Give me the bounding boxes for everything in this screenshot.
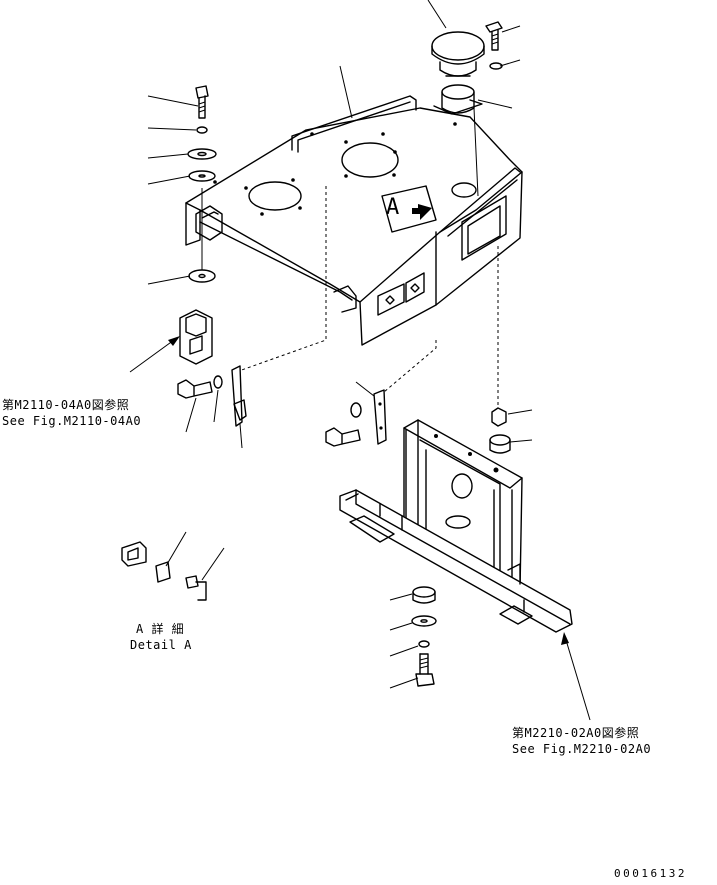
lower-frame: [339, 419, 573, 633]
bottom-fastener-stack: [411, 586, 437, 687]
document-number: 00016132: [614, 867, 687, 880]
leader-lines: [129, 0, 591, 721]
cover-plate: [185, 95, 523, 406]
right-bushings: [489, 407, 511, 454]
reference-bottom-english: See Fig.M2210-02A0: [512, 742, 652, 756]
detail-a-title-english: Detail A: [130, 638, 192, 652]
reference-top-english: See Fig.M2110-04A0: [2, 414, 142, 428]
filler-cap-assembly: [431, 21, 503, 115]
detail-a-parts: [121, 541, 207, 601]
middle-fasteners: [177, 365, 387, 447]
view-a-marker: A: [386, 195, 400, 220]
reference-bottom-japanese: 第M2210-02A0図参照: [512, 726, 640, 740]
detail-a-title-japanese: A 詳 細: [136, 622, 185, 636]
reference-top-japanese: 第M2110-04A0図参照: [2, 398, 130, 412]
left-fastener-stack: [179, 85, 217, 365]
